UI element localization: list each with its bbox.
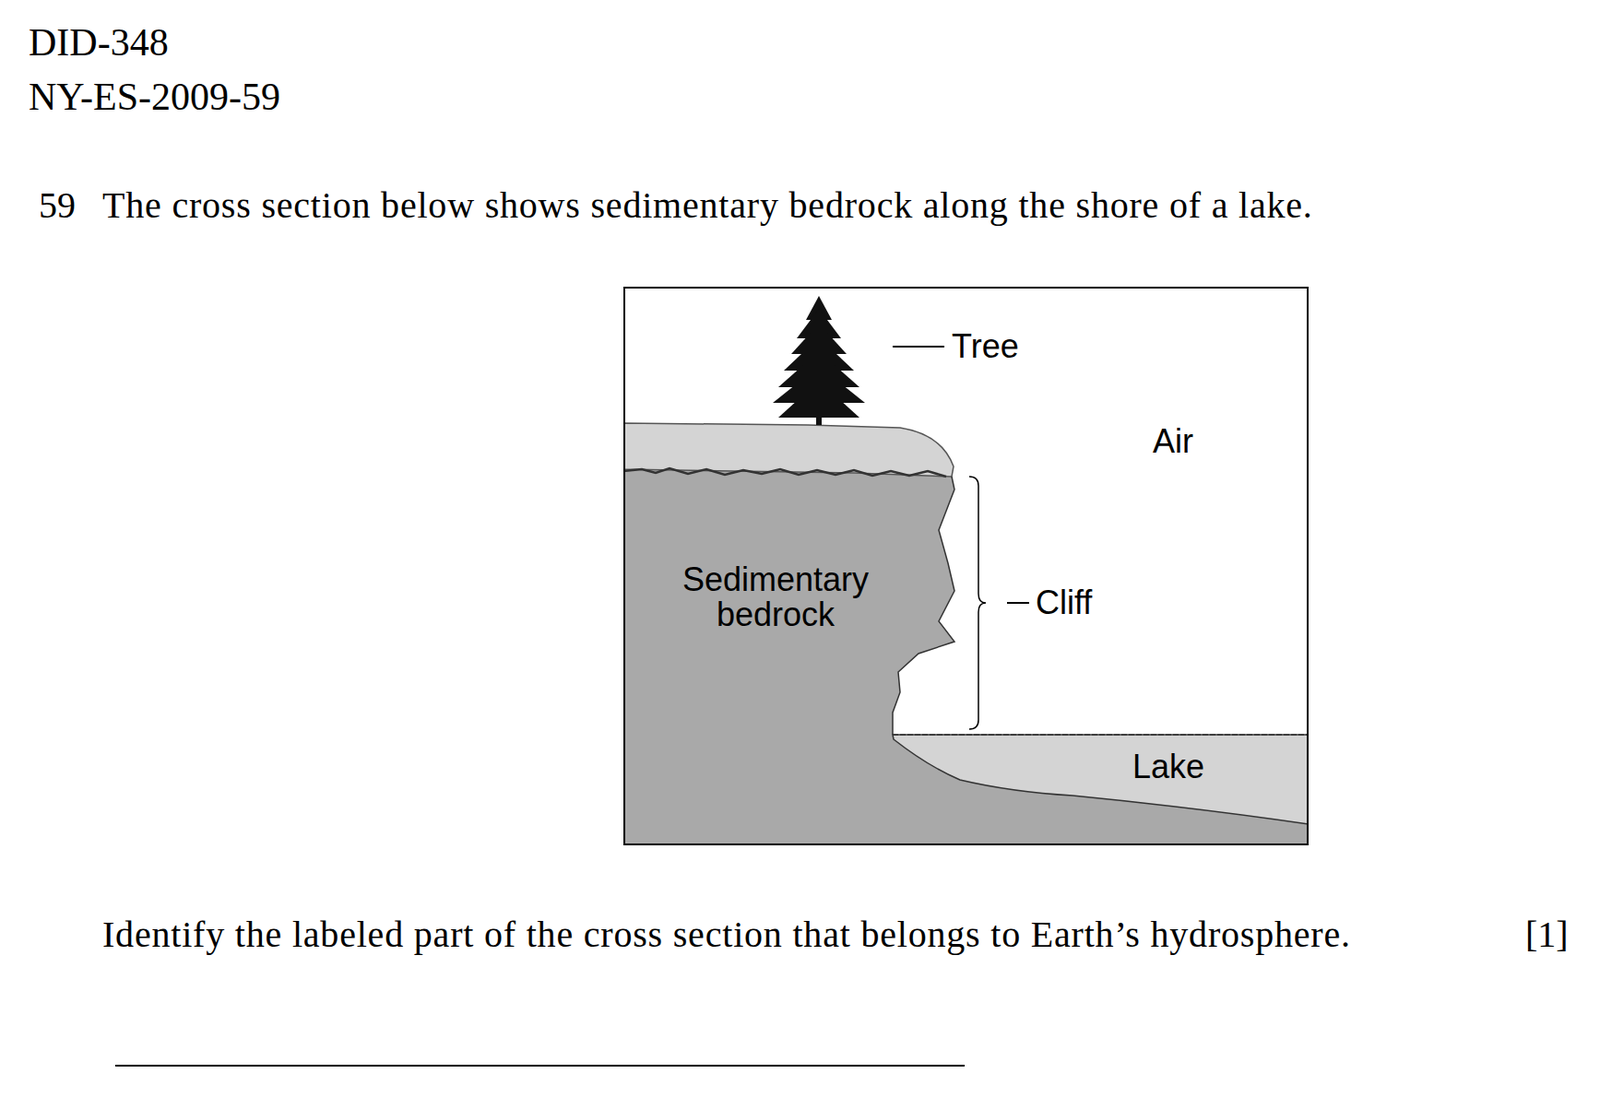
cliff-leader [1007,602,1030,605]
lake-surface [892,734,1309,736]
bedrock-shape [623,469,1309,846]
point-value: [1] [1525,912,1569,957]
frame-border [624,287,1308,845]
tree-leader [892,345,945,348]
part-label: Air [1152,422,1194,462]
cross-section: TreeAirCliff Sedimentary bedrockLake [623,286,1309,846]
region-text: Lake [1076,749,1261,785]
soil-layer [623,423,954,477]
region-label: Sedimentary bedrock [660,562,891,633]
question-text: The cross section below shows sedimentar… [102,183,1314,227]
region-text: Sedimentary bedrock [660,562,891,633]
question-number: 59 [38,183,76,227]
region-label: Lake [1076,749,1261,785]
header-id: NY-ES-2009-59 [28,74,281,119]
cliff-bracket [969,476,986,730]
part-label: Cliff [1035,583,1092,623]
tree-icon [772,296,866,426]
lake-shape [892,734,1309,825]
part-label: Tree [951,327,1020,367]
grass-line [623,468,947,477]
header-id: DID-348 [28,20,169,65]
cliff-face [892,476,955,735]
question-text: Identify the labeled part of the cross s… [102,912,1352,957]
